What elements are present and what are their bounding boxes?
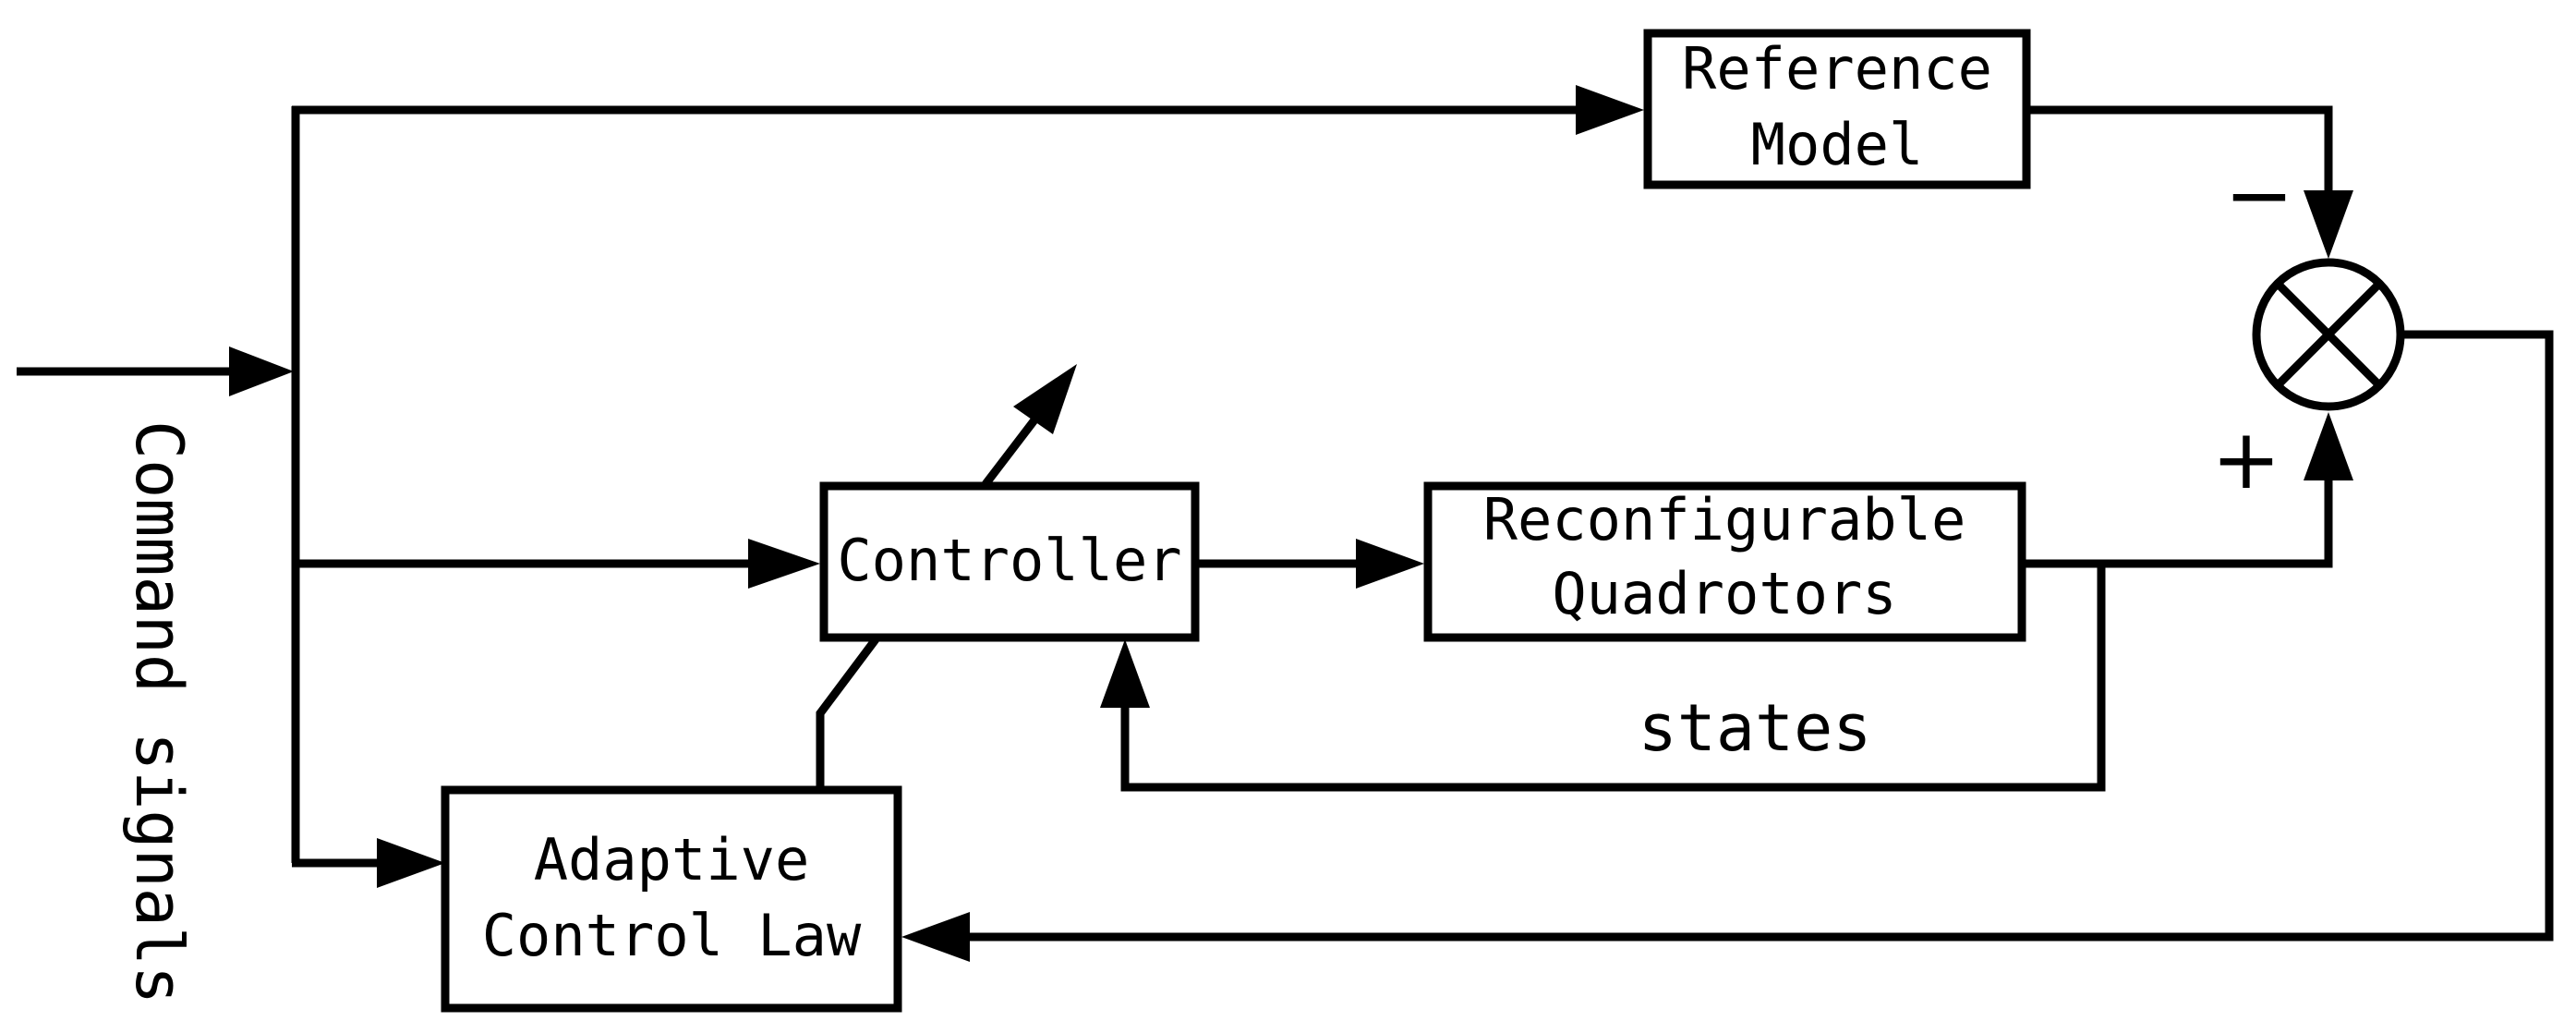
- controller-block: [819, 481, 1200, 642]
- reference-model-label-line2: Model: [1751, 111, 1924, 178]
- arrow-into-adaptive-law-right: [901, 912, 970, 962]
- reference-output-wire: [2030, 105, 2333, 192]
- arrow-into-adaptive-law: [377, 838, 445, 888]
- arrow-into-reference-model: [1576, 85, 1644, 135]
- adaptive-control-law-label-line1: Adaptive: [534, 826, 810, 893]
- adaptation-wire: [816, 637, 879, 788]
- adaptive-control-law-block: [441, 785, 902, 1013]
- arrow-into-sum-plus: [2304, 412, 2353, 480]
- reference-model-label-line1: Reference: [1682, 35, 1992, 103]
- controller-label: Controller: [837, 527, 1181, 594]
- error-feedback-wire: [970, 330, 2554, 942]
- adaptive-control-law-label-line2: Control Law: [482, 902, 862, 969]
- minus-sign: −: [2224, 147, 2293, 244]
- plant-output-wire: [2026, 479, 2333, 568]
- arrow-states-into-controller: [1100, 639, 1150, 708]
- arrow-into-sum-minus: [2304, 190, 2353, 259]
- plus-sign: +: [2211, 411, 2280, 508]
- reconfigurable-quadrotors-block: [1423, 481, 2026, 642]
- arrow-into-controller: [748, 539, 820, 589]
- reference-model-block: [1643, 29, 2031, 189]
- states-label: states: [1639, 690, 1872, 766]
- command-signals-label: Command signals: [121, 420, 197, 1004]
- summing-junction: [2252, 258, 2405, 411]
- adjustable-arrow-shaft: [982, 415, 1040, 487]
- reconfigurable-quadrotors-label-line2: Quadrotors: [1552, 560, 1896, 627]
- states-feedback-wire: [1120, 564, 2106, 792]
- reconfigurable-quadrotors-label-line1: Reconfigurable: [1483, 486, 1966, 553]
- adjustable-arrow-head: [1013, 364, 1077, 434]
- input-arrow: [229, 346, 294, 396]
- arrow-into-plant: [1356, 539, 1424, 589]
